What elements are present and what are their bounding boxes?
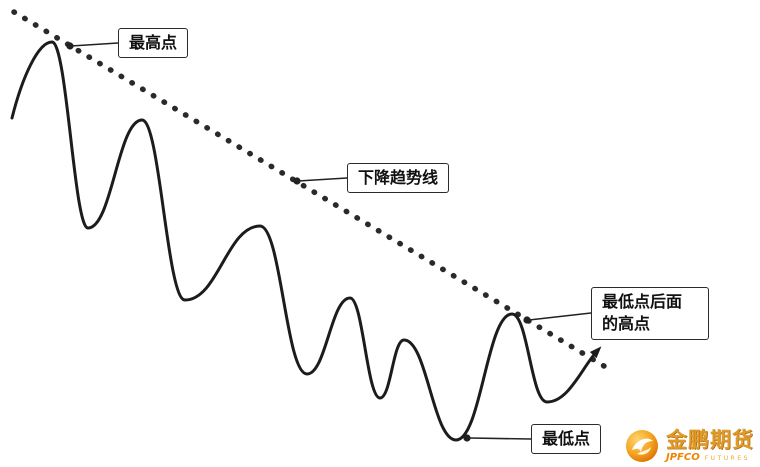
label-highest-point: 最高点 [118,28,189,59]
price-curve [10,40,600,442]
label-high-after-lowest: 最低点后面 的高点 [591,287,709,340]
marker-dot-trendline [293,177,301,185]
brand-text: 金鹏期货 JPFCO FUTURES [666,427,754,463]
brand-tagline: FUTURES [704,454,750,462]
downtrend-dotted-line [11,9,607,369]
brand-subtitle: JPFCO FUTURES [666,451,754,463]
marker-dot-highest-point [66,42,74,50]
brand-logo: 金鹏期货 JPFCO FUTURES [625,429,754,463]
brand-name: 金鹏期货 [666,427,754,452]
label-high-after-lowest-line2: 的高点 [602,314,651,334]
connector-trendline [297,177,348,182]
connector-highest-point [70,42,119,47]
curve-arrowhead [589,346,602,359]
marker-dot-lowest-point [463,434,471,442]
connector-lowest-point [469,437,532,440]
label-downtrend-line: 下降趋势线 [347,163,450,194]
brand-abbr: JPFCO [666,451,700,463]
brand-bird-icon [626,430,658,462]
marker-dot-high-after-low [523,316,531,324]
label-lowest-point: 最低点 [531,424,602,455]
label-high-after-lowest-line1: 最低点后面 [602,292,683,311]
connector-high-after-low [528,312,592,321]
